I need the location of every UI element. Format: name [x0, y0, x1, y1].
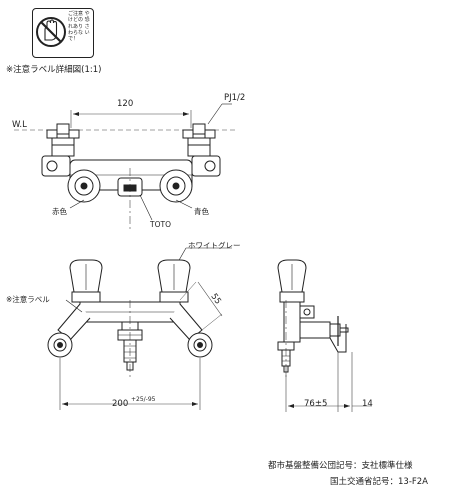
dim-200: 200 [112, 399, 129, 409]
thread-label: PJ1/2 [224, 93, 246, 103]
footer-line-2: 国土交通省記号：13-F2A [330, 477, 428, 487]
caution-label-text: ご注意 やけどの 恐れあり さわらな いで！ [68, 11, 90, 42]
red-color-label: 赤色 [52, 207, 67, 216]
detail-caption: ※注意ラベル詳細図(1:1) [6, 65, 102, 75]
dim-14: 14 [362, 399, 373, 409]
caution-label-detail: ご注意 やけどの 恐れあり さわらな いで！ [32, 8, 94, 58]
water-level-label: W.L [12, 120, 27, 130]
dim-200-tolerance: +25/-95 [131, 396, 156, 403]
no-touch-hand-icon [36, 17, 66, 47]
dim-120: 120 [117, 99, 134, 109]
dim-76: 76±5 [304, 399, 328, 409]
toto-mark-label: TOTO [150, 220, 171, 229]
caution-label-callout: ※注意ラベル [6, 295, 50, 304]
footer-line-1: 都市基盤整備公団記号：支社標準仕様 [268, 461, 413, 471]
blue-color-label: 青色 [194, 207, 209, 216]
white-gray-label: ホワイトグレー [188, 241, 241, 250]
